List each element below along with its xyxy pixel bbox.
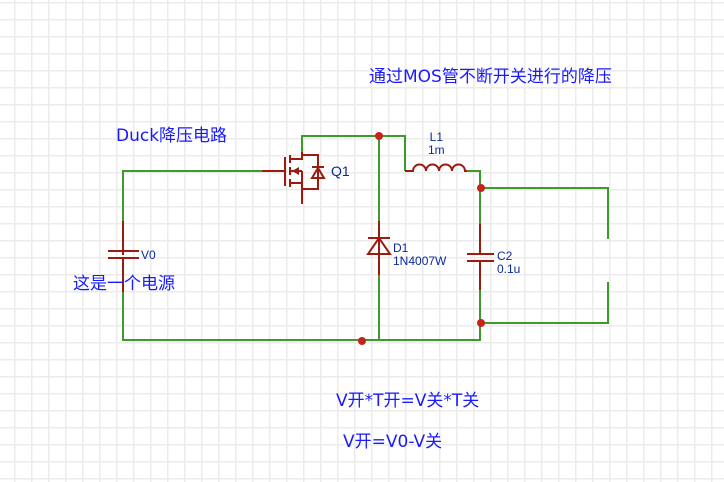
note-source[interactable]: 这是一个电源 xyxy=(73,274,175,294)
note-formula-2[interactable]: V开=V0-V关 xyxy=(343,432,443,452)
note-title[interactable]: Duck降压电路 xyxy=(116,126,228,146)
note-formula-1[interactable]: V开*T开=V关*T关 xyxy=(336,391,480,411)
wire-source-top[interactable] xyxy=(122,170,262,240)
wire-top-to-inductor[interactable] xyxy=(379,135,406,171)
label-l1-ref: L1 xyxy=(429,130,444,144)
inductor-l1[interactable] xyxy=(405,163,467,172)
note-description[interactable]: 通过MOS管不断开关进行的降压 xyxy=(369,67,612,87)
capacitor-c2[interactable] xyxy=(467,224,494,290)
wire-source-bottom[interactable] xyxy=(122,264,481,341)
label-l1[interactable]: L1 1m xyxy=(428,131,445,156)
mosfet-q1[interactable] xyxy=(262,152,326,204)
wires xyxy=(122,135,609,341)
diode-d1[interactable] xyxy=(366,221,392,275)
label-d1-ref: D1 xyxy=(393,241,409,255)
junction-dot xyxy=(358,337,366,345)
junctions xyxy=(358,132,485,345)
wire-mos-drain-top[interactable] xyxy=(301,135,379,152)
source-v0[interactable] xyxy=(108,221,139,292)
label-c2[interactable]: C2 0.1u xyxy=(497,250,520,275)
label-l1-value: 1m xyxy=(428,142,445,157)
junction-dot xyxy=(375,132,383,140)
wire-output-top[interactable] xyxy=(480,187,609,239)
wire-output-bottom[interactable] xyxy=(480,282,609,324)
label-q1-ref[interactable]: Q1 xyxy=(331,163,350,179)
label-d1[interactable]: D1 1N4007W xyxy=(393,242,446,267)
label-v0-ref[interactable]: V0 xyxy=(141,248,156,262)
label-c2-ref: C2 xyxy=(497,249,513,263)
junction-dot xyxy=(477,319,485,327)
label-c2-value: 0.1u xyxy=(497,261,521,276)
label-d1-value: 1N4007W xyxy=(393,253,447,268)
junction-dot xyxy=(477,184,485,192)
wire-inductor-out[interactable] xyxy=(467,170,481,224)
